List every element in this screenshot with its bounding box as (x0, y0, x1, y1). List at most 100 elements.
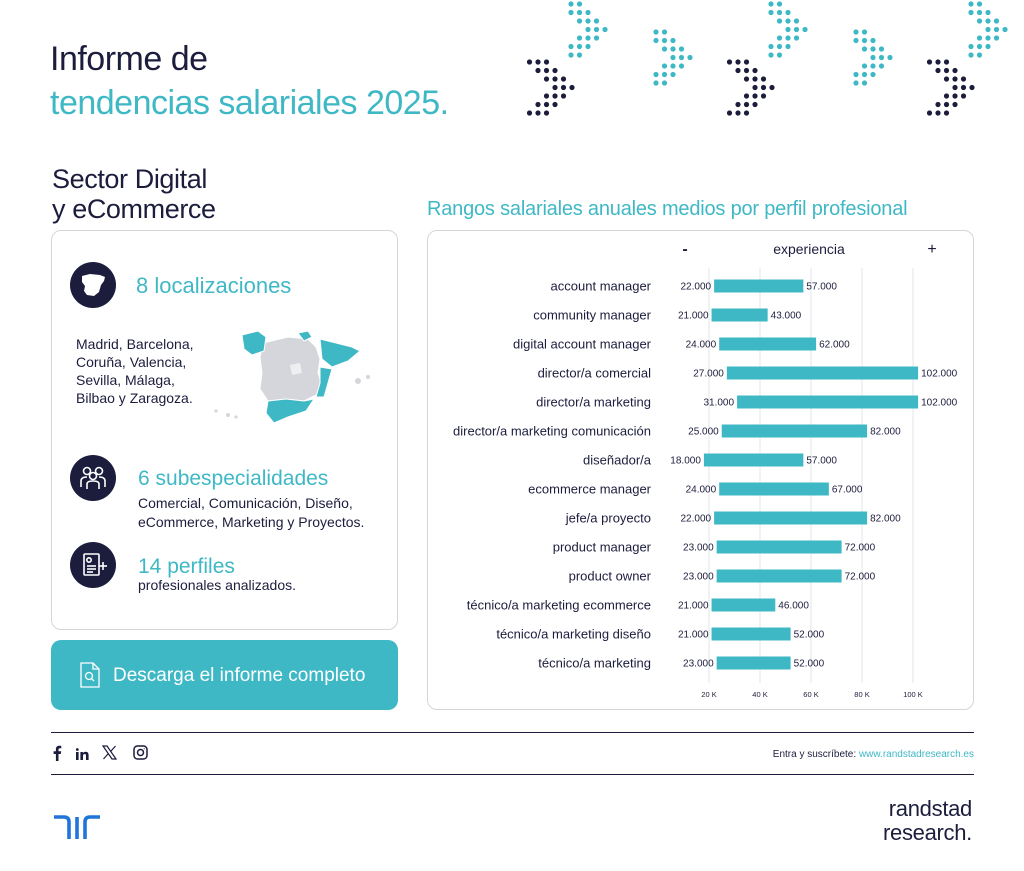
download-report-button[interactable]: Descarga el informe completo (51, 640, 398, 710)
salary-range-bar (711, 627, 791, 641)
x-tick-label: 100 K (903, 690, 923, 699)
decor-dot (760, 93, 767, 99)
decor-dot (943, 76, 950, 82)
brand-name-line2: research. (882, 820, 972, 845)
salary-range-bar (719, 337, 817, 351)
decor-dot (768, 52, 774, 58)
decor-dot (743, 101, 750, 108)
decor-dot (678, 46, 685, 52)
decor-dot (870, 63, 876, 69)
salary-range-bar (719, 482, 829, 496)
city-line: Bilbao y Zaragoza. (76, 390, 193, 406)
decor-dot (968, 1, 974, 7)
decor-dot (743, 67, 750, 74)
salary-range-bar (716, 569, 842, 583)
decor-dot (861, 29, 868, 35)
min-value-label: 18.000 (670, 456, 701, 467)
decor-dot (653, 37, 659, 44)
decor-dot (969, 84, 975, 91)
decor-dot (560, 76, 567, 82)
decor-dot (776, 1, 783, 7)
decor-dot (785, 26, 791, 33)
decor-dot (653, 71, 659, 78)
salary-range-bar (737, 395, 919, 409)
subscribe-prefix: Entra y suscríbete: (772, 749, 857, 760)
decor-dot (743, 59, 750, 65)
subspecialties-text-line1: Comercial, Comunicación, Diseño, (138, 495, 353, 511)
people-icon (70, 455, 116, 501)
decor-dot (793, 26, 800, 33)
decor-dot (560, 93, 567, 99)
dot-arrows-decoration (526, 1, 1008, 116)
decor-dot (985, 18, 991, 24)
decor-dot (568, 9, 574, 16)
decor-dot (935, 67, 941, 74)
website-link[interactable]: www.randstadresearch.es (858, 749, 974, 760)
decor-dot (976, 52, 983, 58)
decor-dot (602, 26, 608, 33)
decor-dot (952, 93, 958, 99)
salary-range-bar (726, 366, 919, 380)
stats-card (51, 230, 398, 630)
decor-dot (768, 43, 774, 50)
decor-dot (976, 43, 983, 50)
x-tick-label: 40 K (752, 690, 767, 699)
decor-dot (943, 101, 950, 108)
category-label: ecommerce manager (528, 482, 651, 497)
decor-dot (861, 37, 868, 44)
facebook-icon[interactable] (52, 745, 62, 761)
decor-dot (968, 9, 974, 16)
decor-dot (853, 71, 859, 78)
decor-dot (752, 67, 758, 74)
decor-dot (776, 35, 783, 41)
decor-dot (861, 71, 868, 78)
max-value-label: 72.000 (845, 543, 876, 554)
decor-dot (726, 59, 733, 65)
x-tick-label: 60 K (803, 690, 818, 699)
instagram-icon[interactable] (133, 745, 148, 760)
decor-dot (568, 1, 574, 7)
category-label: director/a comercial (538, 366, 652, 381)
legend-plus: + (927, 241, 936, 258)
map-region-catalonia (319, 338, 361, 368)
decor-dot (552, 76, 558, 82)
randstad-logo-icon (54, 815, 100, 839)
decor-dot (752, 84, 758, 91)
decor-dot (661, 29, 668, 35)
city-line: Sevilla, Málaga, (76, 372, 175, 388)
decor-dot (560, 84, 567, 91)
map-island (366, 375, 370, 379)
decor-dot (526, 59, 533, 65)
subspecialties-title: 6 subespecialidades (138, 467, 329, 490)
decor-dot (735, 101, 741, 108)
salary-range-bar (703, 453, 804, 467)
category-label: digital account manager (513, 337, 652, 352)
decor-dot (661, 71, 668, 78)
decor-dot (661, 80, 668, 86)
decor-dot (960, 76, 967, 82)
x-icon[interactable] (102, 745, 117, 760)
decor-dot (993, 26, 1000, 33)
document-search-icon (80, 662, 100, 688)
decor-dot (985, 43, 991, 50)
decor-dot (976, 9, 983, 16)
decor-dot (976, 18, 983, 24)
decor-dot (552, 67, 558, 74)
decor-dot (935, 101, 941, 108)
min-value-label: 23.000 (683, 659, 714, 670)
decor-dot (576, 35, 583, 41)
decor-dot (661, 46, 668, 52)
decor-dot (585, 43, 591, 50)
decor-dot (593, 18, 600, 24)
decor-dot (535, 101, 541, 108)
map-region-andalusia (265, 398, 316, 424)
max-value-label: 102.000 (921, 398, 958, 409)
decor-dot (687, 54, 693, 61)
decor-dot (878, 54, 885, 61)
linkedin-icon[interactable] (76, 748, 89, 760)
decor-dot (543, 67, 550, 74)
map-island (214, 409, 218, 413)
category-label: product manager (553, 540, 652, 555)
decor-dot (960, 84, 967, 91)
x-tick-label: 20 K (701, 690, 716, 699)
